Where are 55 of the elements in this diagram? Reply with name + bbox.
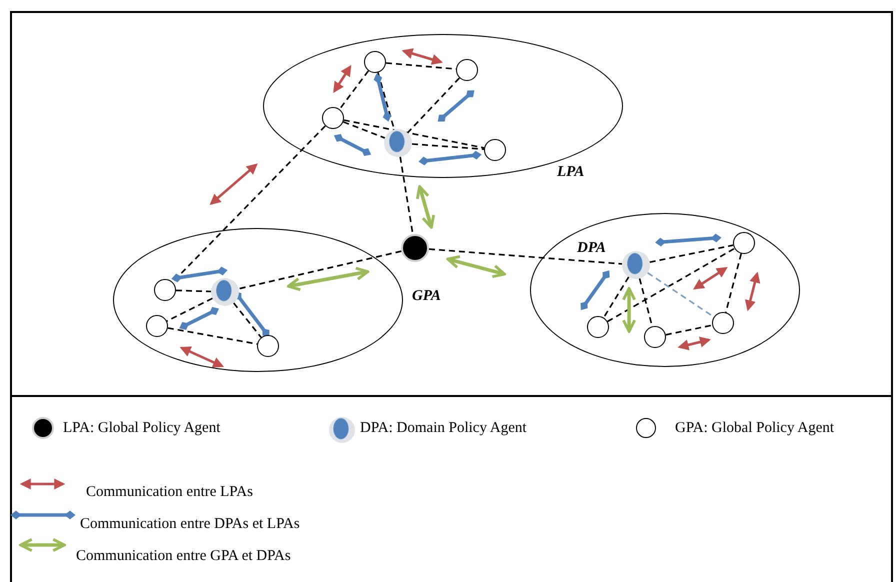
dashed-link [603,276,630,318]
double-arrow [286,266,370,292]
dashed-link [428,248,622,265]
node-label: GPA [412,288,441,304]
double-arrow [622,287,636,333]
double-arrow [210,163,258,206]
node-label: DPA [577,240,606,256]
dashed-link [647,272,714,318]
dashed-link [344,119,484,149]
double-arrow [402,48,443,65]
domain-agent-node [210,278,238,306]
legend-label: Communication entre DPAs et LPAs [80,515,300,533]
agent-circle [712,312,734,334]
dashed-link [407,77,460,134]
dashed-link [176,290,212,292]
agent-circle [484,138,506,160]
dashed-link [412,143,484,150]
domain-ellipse [113,228,403,372]
domain-agent-node [384,128,412,156]
agent-circle [586,316,608,338]
legend-label: GPA: Global Policy Agent [675,419,834,437]
double-arrow [333,65,352,93]
double-arrow [693,267,728,290]
global-agent-node [401,234,429,262]
double-arrow [180,346,224,368]
dashed-link [666,324,712,336]
double-arrow [678,336,711,350]
dashed-link [607,248,735,322]
agent-circle [644,326,666,348]
agent-circle [456,58,478,80]
domain-ellipse [530,213,800,367]
agent-circle [364,50,386,72]
legend-label: Communication entre GPA et DPAs [76,547,291,565]
dashed-link [238,250,402,290]
legend-label: DPA: Domain Policy Agent [360,419,527,437]
dashed-link [399,156,414,234]
agent-circle [146,314,168,336]
double-arrow [744,272,760,312]
dashed-link [650,244,734,263]
agent-circle [732,232,754,254]
double-arrow [416,185,436,229]
node-label: LPA [557,164,584,180]
agent-circle [322,106,344,128]
agent-circle [154,278,176,300]
dashed-link [338,70,370,110]
dashed-link [166,298,213,322]
agent-circle [256,334,278,356]
legend-label: Communication entre LPAs [86,483,253,501]
dashed-link [343,121,386,139]
domain-agent-node [622,250,650,278]
domain-ellipse [263,34,623,178]
dashed-link [233,302,262,338]
double-arrow [446,255,506,278]
dashed-link [725,253,742,313]
legend-label: LPA: Global Policy Agent [63,419,220,437]
